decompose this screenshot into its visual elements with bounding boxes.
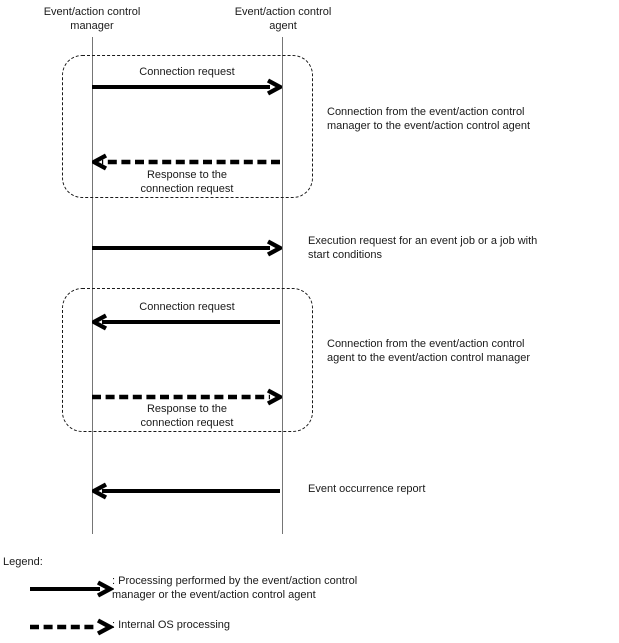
legend-title: Legend: — [3, 556, 43, 568]
message-label-connection-response-1: Response to the connection request — [140, 169, 234, 195]
connection-request-arrow-1 — [92, 78, 282, 96]
connection-response-arrow-2 — [92, 388, 282, 406]
legend-dashed-arrow-label: : Internal OS processing — [112, 619, 231, 631]
legend-solid-arrow-icon — [30, 580, 114, 598]
actor-label-agent: Event/action control agent — [234, 6, 332, 32]
legend-dashed-arrow-icon — [30, 618, 114, 636]
annotation-execution-request: Execution request for an event job or a … — [308, 235, 538, 261]
actor-label-manager: Event/action control manager — [43, 6, 141, 32]
annotation-event-occurrence: Event occurrence report — [308, 483, 426, 495]
group-box-manager-to-agent-connection — [62, 55, 313, 198]
lifeline-manager — [91, 37, 93, 534]
connection-response-arrow-1 — [92, 153, 282, 171]
execution-request-arrow — [92, 239, 282, 257]
group-box-agent-to-manager-connection — [62, 288, 313, 432]
message-label-connection-response-2: Response to the connection request — [140, 403, 234, 429]
annotation-box1: Connection from the event/action control… — [327, 106, 531, 132]
lifeline-agent — [281, 37, 283, 534]
message-label-connection-request-2: Connection request — [139, 301, 235, 313]
connection-request-arrow-2 — [92, 313, 282, 331]
event-occurrence-arrow — [92, 482, 282, 500]
legend-solid-arrow-label: : Processing performed by the event/acti… — [112, 575, 358, 601]
annotation-box2: Connection from the event/action control… — [327, 338, 531, 364]
message-label-connection-request-1: Connection request — [139, 66, 235, 78]
